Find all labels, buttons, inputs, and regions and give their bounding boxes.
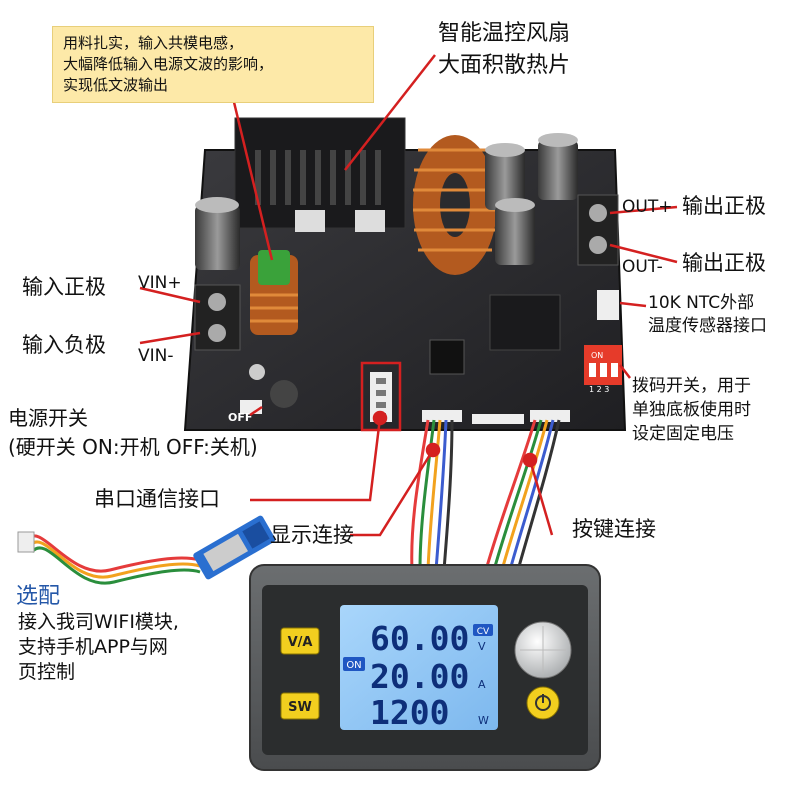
wifi-module bbox=[17, 515, 276, 585]
unit-v: V bbox=[478, 640, 486, 653]
display-connect-callout: 显示连接 bbox=[270, 523, 354, 547]
key-cable bbox=[484, 419, 561, 571]
ntc-line-1: 10K NTC外部 bbox=[648, 293, 755, 313]
fan-line-1: 智能温控风扇 bbox=[438, 21, 571, 46]
toroid-inductor bbox=[413, 135, 497, 275]
power-readout: 1200 bbox=[370, 693, 449, 732]
output-terminal bbox=[577, 194, 619, 266]
out-plus-label: OUT+ bbox=[622, 197, 673, 217]
va-button[interactable] bbox=[280, 627, 320, 655]
dip-numbers-silkscreen: 1 2 3 bbox=[589, 385, 609, 394]
voltage-readout: 60.00 bbox=[370, 619, 469, 658]
optional-line-3: 页控制 bbox=[18, 661, 76, 683]
dip-switch bbox=[584, 345, 622, 385]
serial-header bbox=[360, 361, 402, 432]
vin-plus-label: VIN+ bbox=[138, 273, 182, 293]
dip-switch-callout: 拨码开关，用于 单独底板使用时 设定固定电压 bbox=[632, 374, 751, 446]
power-switch-callout: 电源开关 (硬开关 ON:开机 OFF:关机) bbox=[8, 404, 258, 462]
dip-on-silkscreen: ON bbox=[591, 351, 603, 360]
input-terminal bbox=[194, 284, 241, 351]
note-line-1: 用料扎实，输入共模电感， bbox=[63, 34, 244, 52]
ntc-connector bbox=[597, 290, 619, 320]
common-mode-choke bbox=[250, 250, 298, 335]
mcu-chip bbox=[429, 339, 465, 375]
serial-port-callout: 串口通信接口 bbox=[94, 487, 220, 511]
sw-button[interactable] bbox=[280, 692, 320, 720]
dip-line-1: 拨码开关，用于 bbox=[632, 376, 751, 396]
optional-line-1: 接入我司WIFI模块, bbox=[18, 611, 179, 633]
capacitors bbox=[195, 133, 578, 270]
dip-line-3: 设定固定电压 bbox=[632, 424, 734, 444]
display-cable bbox=[410, 419, 454, 571]
on-badge bbox=[343, 657, 365, 671]
out-minus-label: OUT- bbox=[622, 257, 663, 277]
sw-button-label: SW bbox=[288, 700, 312, 715]
lcd-panel bbox=[340, 605, 498, 730]
unit-w: W bbox=[478, 714, 489, 727]
dip-line-2: 单独底板使用时 bbox=[632, 400, 751, 420]
optional-line-2: 支持手机APP与网 bbox=[18, 636, 168, 658]
pcb-board bbox=[183, 117, 627, 432]
va-button-label: V/A bbox=[288, 635, 313, 650]
on-badge-label: ON bbox=[346, 660, 361, 671]
output-positive-callout-1: 输出正极 bbox=[682, 194, 766, 218]
fan-line-2: 大面积散热片 bbox=[438, 53, 571, 78]
unit-a: A bbox=[478, 678, 486, 691]
cv-badge-label: CV bbox=[477, 627, 490, 637]
display-module: V/A SW ON 60.00 20.00 1200 CV V A W bbox=[249, 564, 601, 771]
optional-title: 选配 bbox=[16, 584, 61, 609]
power-switch-line-2: (硬开关 ON:开机 OFF:关机) bbox=[8, 435, 258, 459]
cv-badge bbox=[473, 624, 493, 636]
common-mode-choke-note: 用料扎实，输入共模电感， 大幅降低输入电源文波的影响， 实现低文波输出 bbox=[52, 26, 374, 103]
power-switch-line-1: 电源开关 bbox=[8, 406, 88, 430]
input-positive-callout: 输入正极 bbox=[22, 275, 106, 299]
input-negative-callout: 输入负极 bbox=[22, 333, 106, 357]
optional-wifi-description: 接入我司WIFI模块, 支持手机APP与网 页控制 bbox=[18, 610, 179, 685]
vin-minus-label: VIN- bbox=[138, 346, 174, 366]
ntc-line-2: 温度传感器接口 bbox=[648, 316, 767, 336]
current-readout: 20.00 bbox=[370, 657, 469, 696]
off-silkscreen: OFF bbox=[228, 411, 252, 424]
fan-heatsink-callout: 智能温控风扇 大面积散热片 bbox=[438, 18, 570, 82]
ntc-callout: 10K NTC外部 温度传感器接口 bbox=[648, 292, 767, 338]
callout-lines bbox=[139, 54, 678, 537]
note-line-2: 大幅降低输入电源文波的影响， bbox=[63, 55, 274, 73]
heatsink bbox=[234, 117, 406, 232]
output-positive-callout-2: 输出正极 bbox=[682, 251, 766, 275]
note-line-3: 实现低文波输出 bbox=[63, 76, 169, 94]
key-connect-callout: 按键连接 bbox=[572, 517, 656, 541]
